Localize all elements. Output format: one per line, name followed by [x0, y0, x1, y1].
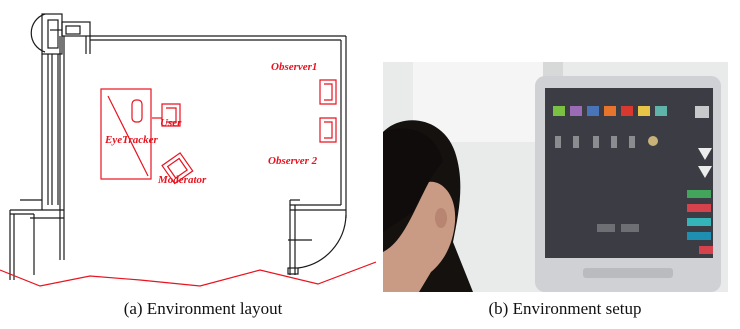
person-ear [435, 208, 447, 228]
moderator-label: Moderator [157, 174, 207, 186]
observer2-label: Observer 2 [268, 155, 318, 167]
caption-environment-layout: (a) Environment layout [123, 299, 283, 318]
observer1-label: Observer1 [271, 61, 317, 73]
kiosk-slot [583, 268, 673, 278]
screen-arrow-down [698, 166, 712, 178]
person-hair-front [383, 128, 443, 232]
eyetracker-label: EyeTracker [104, 134, 158, 146]
screen-corner-red [699, 246, 713, 254]
screen-gray-button-2 [621, 224, 639, 232]
kiosk-photo-illustration [383, 62, 728, 292]
screen-gray-button-1 [597, 224, 615, 232]
floor-plan-walls [9, 13, 347, 280]
screen-blue-button [687, 232, 711, 240]
floor-plan-drawing: Observer1 Observer 2 User EyeTracker Mod… [0, 13, 377, 287]
screen-red-button [687, 204, 711, 212]
screen-teal-button [687, 218, 711, 226]
screen-green-button [687, 190, 711, 198]
screen-icon-row [553, 106, 709, 118]
environment-setup-photo [383, 62, 728, 292]
screen-arrow-up [698, 148, 712, 160]
person-face-neck [383, 181, 456, 292]
environment-layout-panel: Observer1 Observer 2 User EyeTracker Mod… [0, 0, 377, 292]
furniture-annotations [0, 79, 377, 287]
screen-small-icons [555, 136, 658, 148]
caption-environment-setup: (b) Environment setup [488, 299, 642, 318]
user-label: User [160, 117, 182, 129]
